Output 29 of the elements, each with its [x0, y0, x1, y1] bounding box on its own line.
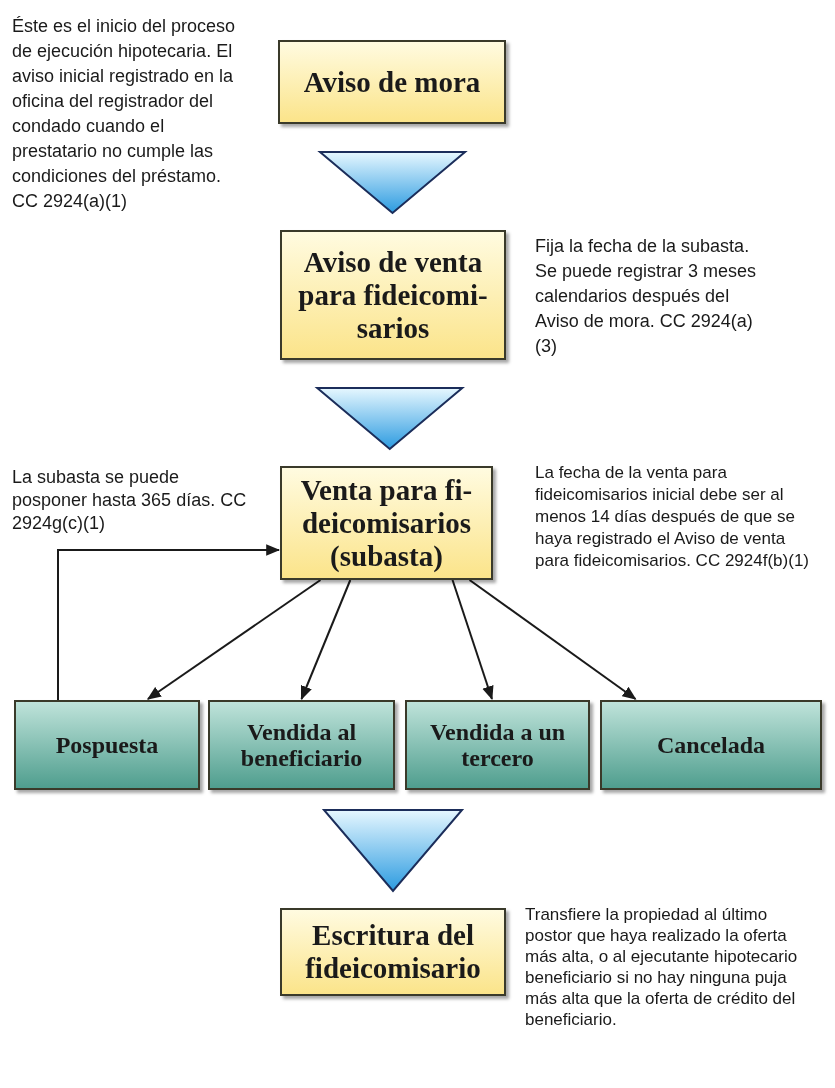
note-text: Éste es el inicio del proceso de ejecución hipotecaria. El aviso inicial registrado en la oficina del registrador del condado cuando el prestatario no cumple las condiciones del préstamo. CC 2924(a)(1)	[12, 15, 237, 213]
box-label: Vendida al beneficiario	[239, 719, 364, 771]
arrow	[146, 579, 322, 700]
process-box	[280, 466, 493, 580]
box-label: Escritura del fideicomisario	[304, 919, 482, 985]
chevron-arrow	[317, 151, 468, 215]
chevron-arrow	[321, 809, 465, 893]
process-box	[280, 230, 506, 360]
note-text: La subasta se puede posponer hasta 365 días. CC 2924g(c)(1)	[12, 466, 248, 535]
arrow	[300, 579, 352, 701]
box-label: Cancelada	[657, 732, 765, 758]
arrow	[451, 579, 494, 701]
outcome-box	[405, 700, 590, 790]
note-text: Fija la fecha de la subasta. Se puede registrar 3 meses calendarios después del Aviso de mora. CC 2924(a)(3)	[535, 235, 758, 358]
outcome-box	[600, 700, 822, 790]
note-text: La fecha de la venta para fideicomisarios inicial debe ser al menos 14 días después de que se haya registrado el Aviso de venta para fideicomisarios. CC 2924f(b)(1)	[535, 462, 810, 572]
box-label: Aviso de venta para fideicomi-sarios	[297, 245, 489, 345]
box-label: Venta para fi-deicomisarios (subasta)	[299, 473, 474, 573]
box-label: Pospuesta	[55, 732, 159, 758]
process-box	[280, 908, 506, 996]
process-box	[278, 40, 506, 124]
box-label: Aviso de mora	[303, 65, 481, 99]
arrow	[57, 544, 281, 701]
arrow	[468, 579, 637, 700]
outcome-box	[14, 700, 200, 790]
chevron-arrow	[314, 387, 465, 451]
box-label: Vendida a un tercero	[428, 719, 567, 771]
outcome-box	[208, 700, 395, 790]
note-text: Transfiere la propiedad al último postor que haya realizado la oferta más alta, o al ejecutante hipotecario beneficiario si no hay ninguna puja más alta que la oferta de crédito del beneficiario.	[525, 904, 799, 1030]
